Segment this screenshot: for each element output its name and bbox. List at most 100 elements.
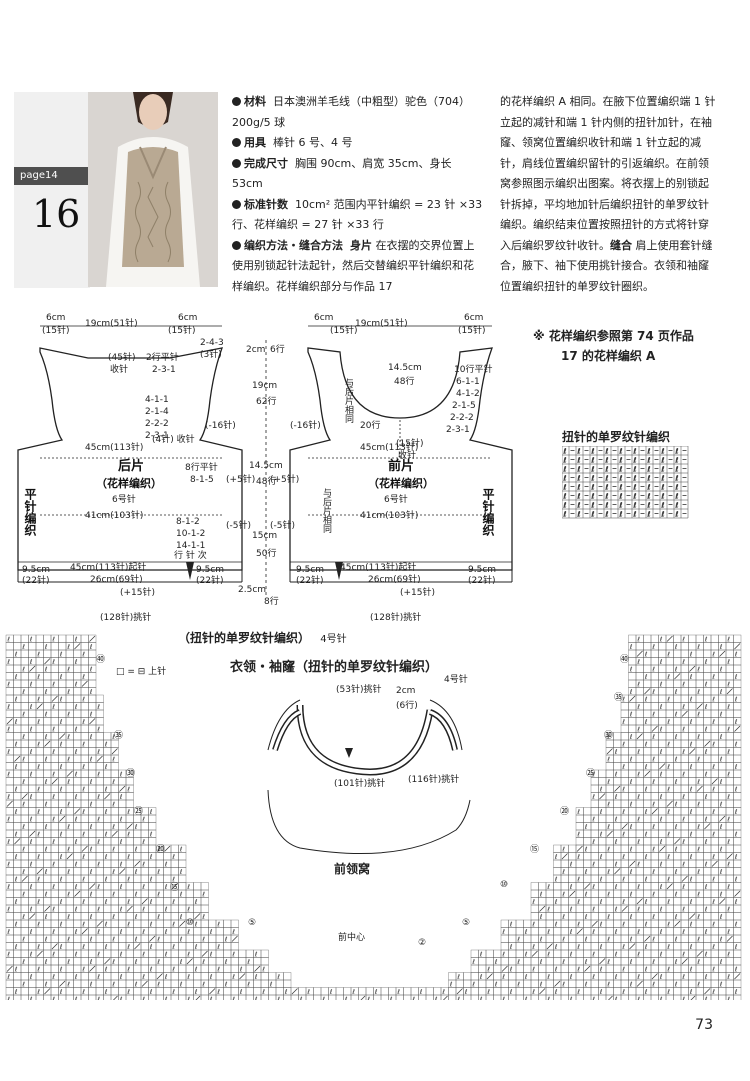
svg-text:ℓ: ℓ: [690, 763, 693, 771]
back-hang: 行 针 次: [174, 549, 207, 561]
svg-text:ℓ: ℓ: [15, 718, 18, 726]
front-16: (-16针): [290, 419, 321, 431]
svg-text:ℓ: ℓ: [605, 475, 609, 483]
svg-text:ℓ: ℓ: [45, 913, 48, 921]
svg-text:ℓ: ℓ: [255, 951, 258, 959]
svg-text:ℓ: ℓ: [210, 973, 213, 981]
svg-text:ℓ: ℓ: [15, 696, 18, 704]
svg-text:ℓ: ℓ: [75, 996, 78, 1001]
svg-text:ℓ: ℓ: [645, 673, 648, 681]
note-line1: ※ 花样编织参照第 74 页作品: [533, 329, 694, 343]
front-22r: (22针): [468, 574, 495, 586]
svg-text:ℓ: ℓ: [52, 771, 55, 779]
svg-text:ℓ: ℓ: [630, 688, 633, 696]
svg-text:ℓ: ℓ: [682, 928, 685, 936]
svg-text:ℓ: ℓ: [727, 883, 730, 891]
front-20: 20行: [360, 419, 380, 431]
svg-text:ℓ: ℓ: [720, 981, 723, 989]
svg-text:ℓ: ℓ: [735, 808, 738, 816]
svg-text:ℓ: ℓ: [307, 988, 310, 996]
svg-text:ℓ: ℓ: [682, 951, 685, 959]
svg-text:ℓ: ℓ: [615, 973, 618, 981]
svg-text:ℓ: ℓ: [262, 966, 265, 974]
svg-text:ℓ: ℓ: [157, 958, 160, 966]
svg-text:ℓ: ℓ: [690, 718, 693, 726]
svg-text:ℓ: ℓ: [105, 921, 108, 929]
mark-r-25: ㉕: [586, 769, 596, 779]
svg-text:ℓ: ℓ: [619, 493, 623, 501]
svg-text:ℓ: ℓ: [90, 688, 93, 696]
collar-title: 衣领・袖窿（扭针的单罗纹针编织）: [230, 660, 439, 675]
svg-text:ℓ: ℓ: [7, 996, 10, 1001]
sewing-text: 肩上使用套针缝合，腋下、袖下使用挑针接合。衣领和袖窿位置编织扭针的单罗纹针圈织。: [500, 238, 713, 293]
svg-text:ℓ: ℓ: [45, 958, 48, 966]
front-needle: 6号针: [384, 493, 408, 505]
svg-text:ℓ: ℓ: [630, 958, 633, 966]
svg-text:ℓ: ℓ: [202, 891, 205, 899]
svg-text:ℓ: ℓ: [45, 688, 48, 696]
svg-text:ℓ: ℓ: [607, 936, 610, 944]
svg-text:ℓ: ℓ: [450, 981, 453, 989]
svg-text:ℓ: ℓ: [675, 823, 678, 831]
svg-text:ℓ: ℓ: [667, 741, 670, 749]
svg-text:ℓ: ℓ: [7, 793, 10, 801]
svg-text:ℓ: ℓ: [619, 466, 623, 474]
svg-text:ℓ: ℓ: [510, 943, 513, 951]
svg-text:ℓ: ℓ: [600, 808, 603, 816]
front-title: 前片: [388, 458, 414, 474]
svg-text:ℓ: ℓ: [547, 973, 550, 981]
svg-text:ℓ: ℓ: [45, 643, 48, 651]
c-25: 2.5cm: [238, 585, 266, 595]
svg-text:ℓ: ℓ: [592, 861, 595, 869]
svg-text:ℓ: ℓ: [352, 988, 355, 996]
svg-text:ℓ: ℓ: [592, 816, 595, 824]
svg-text:ℓ: ℓ: [90, 958, 93, 966]
svg-text:ℓ: ℓ: [637, 906, 640, 914]
svg-text:ℓ: ℓ: [30, 838, 33, 846]
svg-text:ℓ: ℓ: [97, 996, 100, 1001]
svg-text:ℓ: ℓ: [675, 484, 679, 492]
svg-text:ℓ: ℓ: [727, 906, 730, 914]
svg-text:ℓ: ℓ: [97, 816, 100, 824]
front-dec-3: 2-2-2: [450, 413, 474, 423]
svg-text:ℓ: ℓ: [637, 726, 640, 734]
svg-text:ℓ: ℓ: [720, 913, 723, 921]
svg-text:ℓ: ℓ: [60, 898, 63, 906]
svg-text:ℓ: ℓ: [600, 831, 603, 839]
tools-text: 棒针 6 号、4 号: [273, 136, 353, 149]
svg-text:ℓ: ℓ: [652, 936, 655, 944]
svg-text:ℓ: ℓ: [30, 906, 33, 914]
svg-text:ℓ: ℓ: [127, 853, 130, 861]
materials-text: 日本澳洲羊毛线（中粗型）驼色（704）200g/5 球: [232, 95, 470, 129]
svg-text:ℓ: ℓ: [661, 448, 665, 456]
svg-text:ℓ: ℓ: [60, 763, 63, 771]
svg-text:ℓ: ℓ: [532, 921, 535, 929]
front-dec-4: 2-3-1: [446, 425, 470, 435]
svg-text:ℓ: ℓ: [660, 726, 663, 734]
svg-text:ℓ: ℓ: [217, 966, 220, 974]
c-145: 14.5cm: [249, 461, 283, 471]
svg-text:ℓ: ℓ: [97, 793, 100, 801]
back-45b: 45cm(113针)起针: [70, 561, 146, 573]
svg-text:ℓ: ℓ: [502, 928, 505, 936]
svg-text:ℓ: ℓ: [7, 771, 10, 779]
svg-text:ℓ: ℓ: [727, 703, 730, 711]
svg-text:ℓ: ℓ: [619, 511, 623, 519]
svg-text:ℓ: ℓ: [82, 718, 85, 726]
svg-text:ℓ: ℓ: [652, 756, 655, 764]
svg-text:ℓ: ℓ: [97, 951, 100, 959]
svg-text:ℓ: ℓ: [735, 651, 738, 659]
sh-2-3-1: 2-3-1: [152, 365, 176, 375]
front-145: 14.5cm: [388, 363, 422, 373]
svg-text:ℓ: ℓ: [127, 808, 130, 816]
svg-text:ℓ: ℓ: [630, 846, 633, 854]
svg-text:ℓ: ℓ: [645, 741, 648, 749]
svg-text:ℓ: ℓ: [525, 951, 528, 959]
svg-text:ℓ: ℓ: [277, 996, 280, 1001]
svg-text:ℓ: ℓ: [180, 981, 183, 989]
back-dec-2: 2-2-2: [145, 419, 169, 429]
svg-text:ℓ: ℓ: [255, 996, 258, 1001]
svg-text:ℓ: ℓ: [727, 996, 730, 1001]
svg-text:ℓ: ℓ: [165, 928, 168, 936]
svg-text:ℓ: ℓ: [712, 988, 715, 996]
